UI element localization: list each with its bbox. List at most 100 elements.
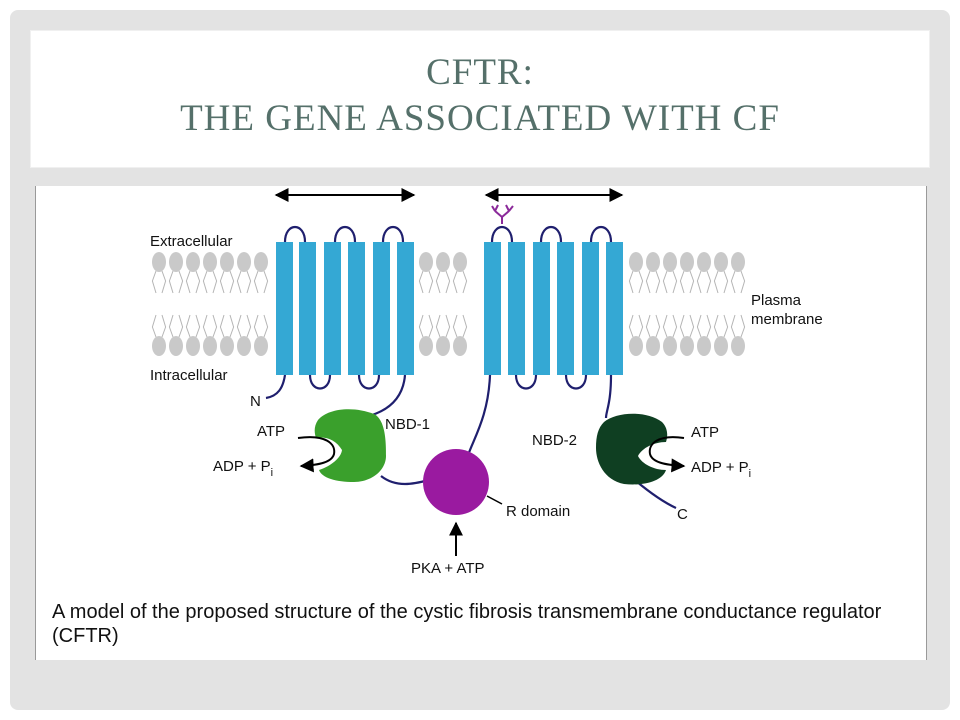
lipid-head xyxy=(237,336,251,356)
nbd1-domain xyxy=(314,409,386,482)
lipid-head xyxy=(152,336,166,356)
lipid-head xyxy=(152,252,166,272)
lipid-head xyxy=(731,252,745,272)
lipid-tail xyxy=(202,314,208,338)
lipid-head xyxy=(254,252,268,272)
lipid-head xyxy=(220,252,234,272)
lipid-head xyxy=(419,252,433,272)
helix-12 xyxy=(606,242,623,375)
lipid-tail xyxy=(645,270,651,294)
lipid-head xyxy=(186,336,200,356)
lipid-tail xyxy=(628,270,634,294)
lipid-tail xyxy=(713,270,719,294)
lipid-tail xyxy=(655,314,661,338)
lipid-tail xyxy=(689,270,695,294)
lipid-head xyxy=(680,252,694,272)
lipid-tail xyxy=(263,270,269,294)
label-atp-left: ATP xyxy=(257,423,285,440)
lipid-head xyxy=(714,336,728,356)
lipid-tail xyxy=(723,270,729,294)
label-n-terminus: N xyxy=(250,393,261,410)
figure-caption: A model of the proposed structure of the… xyxy=(52,601,882,647)
lipid-tail xyxy=(178,270,184,294)
lipid-head xyxy=(203,336,217,356)
lipid-tail xyxy=(253,270,259,294)
label-adp-right-main: ADP + P xyxy=(691,459,749,476)
lipid-tail xyxy=(672,314,678,338)
lipid-tail xyxy=(645,314,651,338)
lipid-tail xyxy=(696,314,702,338)
helix-10 xyxy=(557,242,574,375)
label-nbd1: NBD-1 xyxy=(385,416,430,433)
lipid-tail xyxy=(219,270,225,294)
label-pka-atp: PKA + ATP xyxy=(411,560,485,577)
lipid-tail xyxy=(168,314,174,338)
lipid-tail xyxy=(730,270,736,294)
lipid-tail xyxy=(168,270,174,294)
lipid-tail xyxy=(452,314,458,338)
helix-11 xyxy=(582,242,599,375)
lipid-tail xyxy=(219,314,225,338)
lipid-tail xyxy=(713,314,719,338)
lipid-tail xyxy=(195,314,201,338)
lipid-tail xyxy=(428,270,434,294)
helix-8 xyxy=(508,242,525,375)
lipid-tail xyxy=(151,270,157,294)
lipid-tail xyxy=(445,314,451,338)
lipid-head xyxy=(186,252,200,272)
label-adp-left: ADP + Pi xyxy=(213,458,273,479)
label-plasma: Plasma xyxy=(751,292,802,309)
lipid-head xyxy=(254,336,268,356)
lipid-tail xyxy=(246,314,252,338)
lipid-tail xyxy=(689,314,695,338)
lipid-tail xyxy=(462,270,468,294)
lipid-tail xyxy=(452,270,458,294)
label-r-domain: R domain xyxy=(506,503,570,520)
label-membrane: membrane xyxy=(751,311,823,328)
label-atp-right: ATP xyxy=(691,424,719,441)
label-adp-left-sub: i xyxy=(271,467,273,479)
lipid-head xyxy=(663,336,677,356)
slide-title-line1: CFTR: xyxy=(426,52,534,93)
cftr-figure: Extracellular Intracellular Plasma membr… xyxy=(35,186,927,660)
lipid-head xyxy=(203,252,217,272)
lipid-tail xyxy=(236,270,242,294)
lipid-tail xyxy=(418,270,424,294)
lipid-head xyxy=(646,336,660,356)
lipid-tail xyxy=(229,314,235,338)
lipid-tail xyxy=(740,314,746,338)
lipid-tail xyxy=(638,270,644,294)
lipid-head xyxy=(697,252,711,272)
label-adp-left-main: ADP + P xyxy=(213,458,271,475)
lipid-tail xyxy=(435,314,441,338)
lipid-tail xyxy=(445,270,451,294)
label-extracellular: Extracellular xyxy=(150,233,233,250)
lipid-tail xyxy=(462,314,468,338)
lipid-tail xyxy=(428,314,434,338)
lipid-tail xyxy=(662,270,668,294)
transmembrane-helices xyxy=(276,242,623,375)
lipid-tail xyxy=(151,314,157,338)
lipid-tail xyxy=(672,270,678,294)
lipid-bilayer xyxy=(151,252,746,356)
lipid-tail xyxy=(655,270,661,294)
lipid-tail xyxy=(178,314,184,338)
helix-4 xyxy=(348,242,365,375)
lipid-tail xyxy=(696,270,702,294)
lipid-head xyxy=(237,252,251,272)
lipid-head xyxy=(697,336,711,356)
lipid-head xyxy=(663,252,677,272)
lipid-tail xyxy=(185,314,191,338)
lipid-head xyxy=(629,252,643,272)
lipid-tail xyxy=(435,270,441,294)
nbd2-atp-arrow xyxy=(648,436,686,473)
lipid-head xyxy=(714,252,728,272)
helix-2 xyxy=(299,242,316,375)
lipid-head xyxy=(646,252,660,272)
label-nbd2: NBD-2 xyxy=(532,432,577,449)
lipid-head xyxy=(169,336,183,356)
label-adp-right: ADP + Pi xyxy=(691,459,751,480)
lipid-head xyxy=(453,252,467,272)
lipid-head xyxy=(629,336,643,356)
label-intracellular: Intracellular xyxy=(150,367,228,384)
